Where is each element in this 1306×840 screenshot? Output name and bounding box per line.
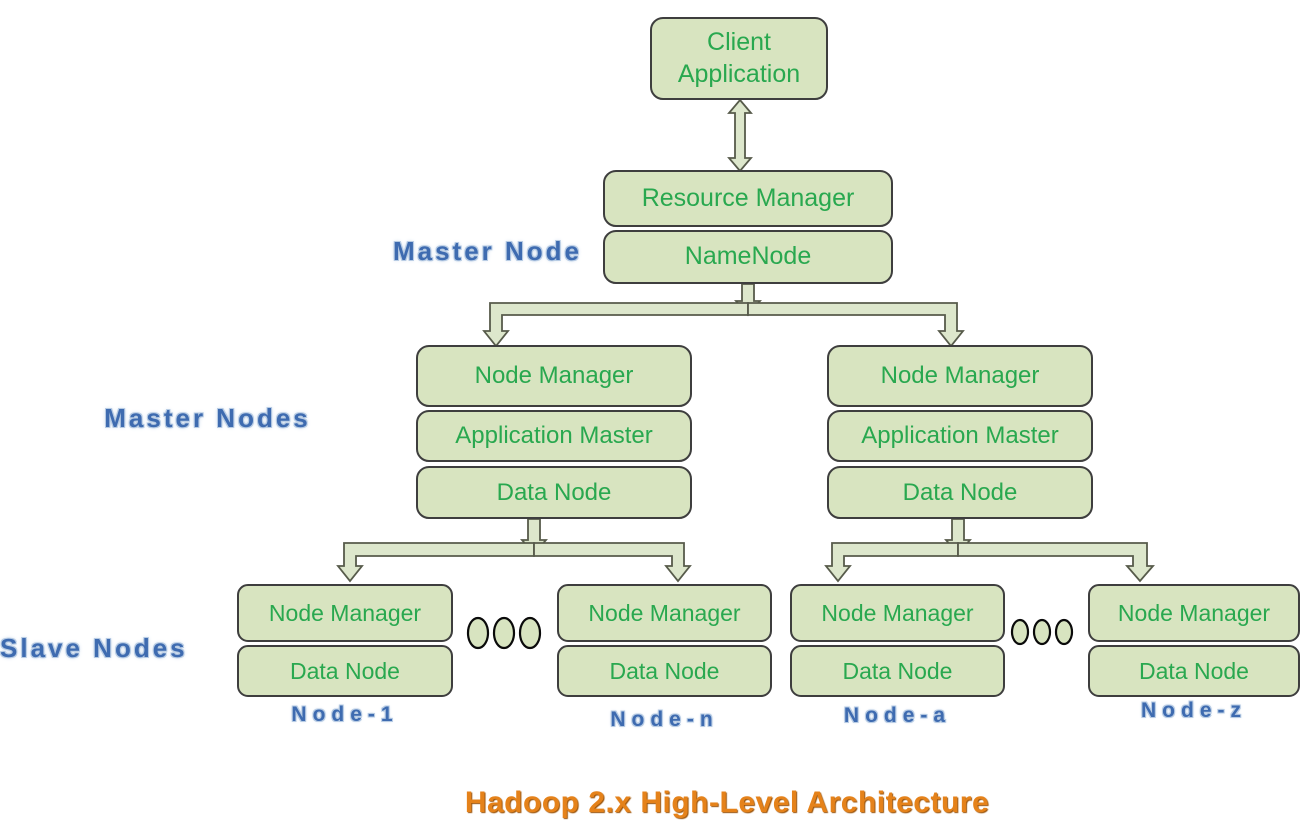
master-left-node-manager-box: Node Manager: [416, 345, 692, 407]
branch2-left-elbow-arrow-icon: [336, 542, 535, 583]
ellipsis-oval-icon: [518, 616, 542, 650]
branch1-right-elbow-arrow-icon: [747, 302, 965, 348]
slave4-node-manager-box: Node Manager: [1088, 584, 1300, 642]
branch3-right-elbow-arrow-icon: [957, 542, 1155, 583]
slave1-data-node-box: Data Node: [237, 645, 453, 697]
resource-manager-box: Resource Manager: [603, 170, 893, 227]
slave2-node-manager-box: Node Manager: [557, 584, 772, 642]
master-right-data-node-box: Data Node: [827, 466, 1093, 519]
ellipsis-oval-icon: [1032, 618, 1052, 646]
master-node-caption: Master Node: [392, 236, 583, 266]
client-application-box: Client Application: [650, 17, 828, 100]
ellipsis-oval-icon: [492, 616, 516, 650]
branch2-right-elbow-arrow-icon: [533, 542, 692, 583]
master-left-application-master-box: Application Master: [416, 410, 692, 462]
ellipsis-oval-icon: [1054, 618, 1074, 646]
branch1-left-elbow-arrow-icon: [482, 302, 749, 348]
master-right-node-manager-box: Node Manager: [827, 345, 1093, 407]
slave4-name-label: Node-z: [1141, 699, 1247, 722]
ellipsis-dots-right: [1010, 618, 1074, 646]
slave4-data-node-box: Data Node: [1088, 645, 1300, 697]
slave1-name-label: Node-1: [291, 703, 399, 726]
ellipsis-oval-icon: [466, 616, 490, 650]
slave3-data-node-box: Data Node: [790, 645, 1005, 697]
master-nodes-caption: Master Nodes: [104, 403, 311, 433]
master-left-data-node-box: Data Node: [416, 466, 692, 519]
master-right-application-master-box: Application Master: [827, 410, 1093, 462]
double-arrow-icon: [727, 98, 753, 173]
slave3-node-manager-box: Node Manager: [790, 584, 1005, 642]
namenode-box: NameNode: [603, 230, 893, 284]
diagram-title: Hadoop 2.x High-Level Architecture: [464, 786, 990, 819]
ellipsis-oval-icon: [1010, 618, 1030, 646]
slave2-name-label: Node-n: [610, 708, 719, 731]
ellipsis-dots-left: [466, 616, 542, 650]
slave-nodes-caption: Slave Nodes: [0, 633, 188, 663]
branch3-left-elbow-arrow-icon: [824, 542, 959, 583]
slave3-name-label: Node-a: [843, 704, 952, 727]
slave1-node-manager-box: Node Manager: [237, 584, 453, 642]
slave2-data-node-box: Data Node: [557, 645, 772, 697]
